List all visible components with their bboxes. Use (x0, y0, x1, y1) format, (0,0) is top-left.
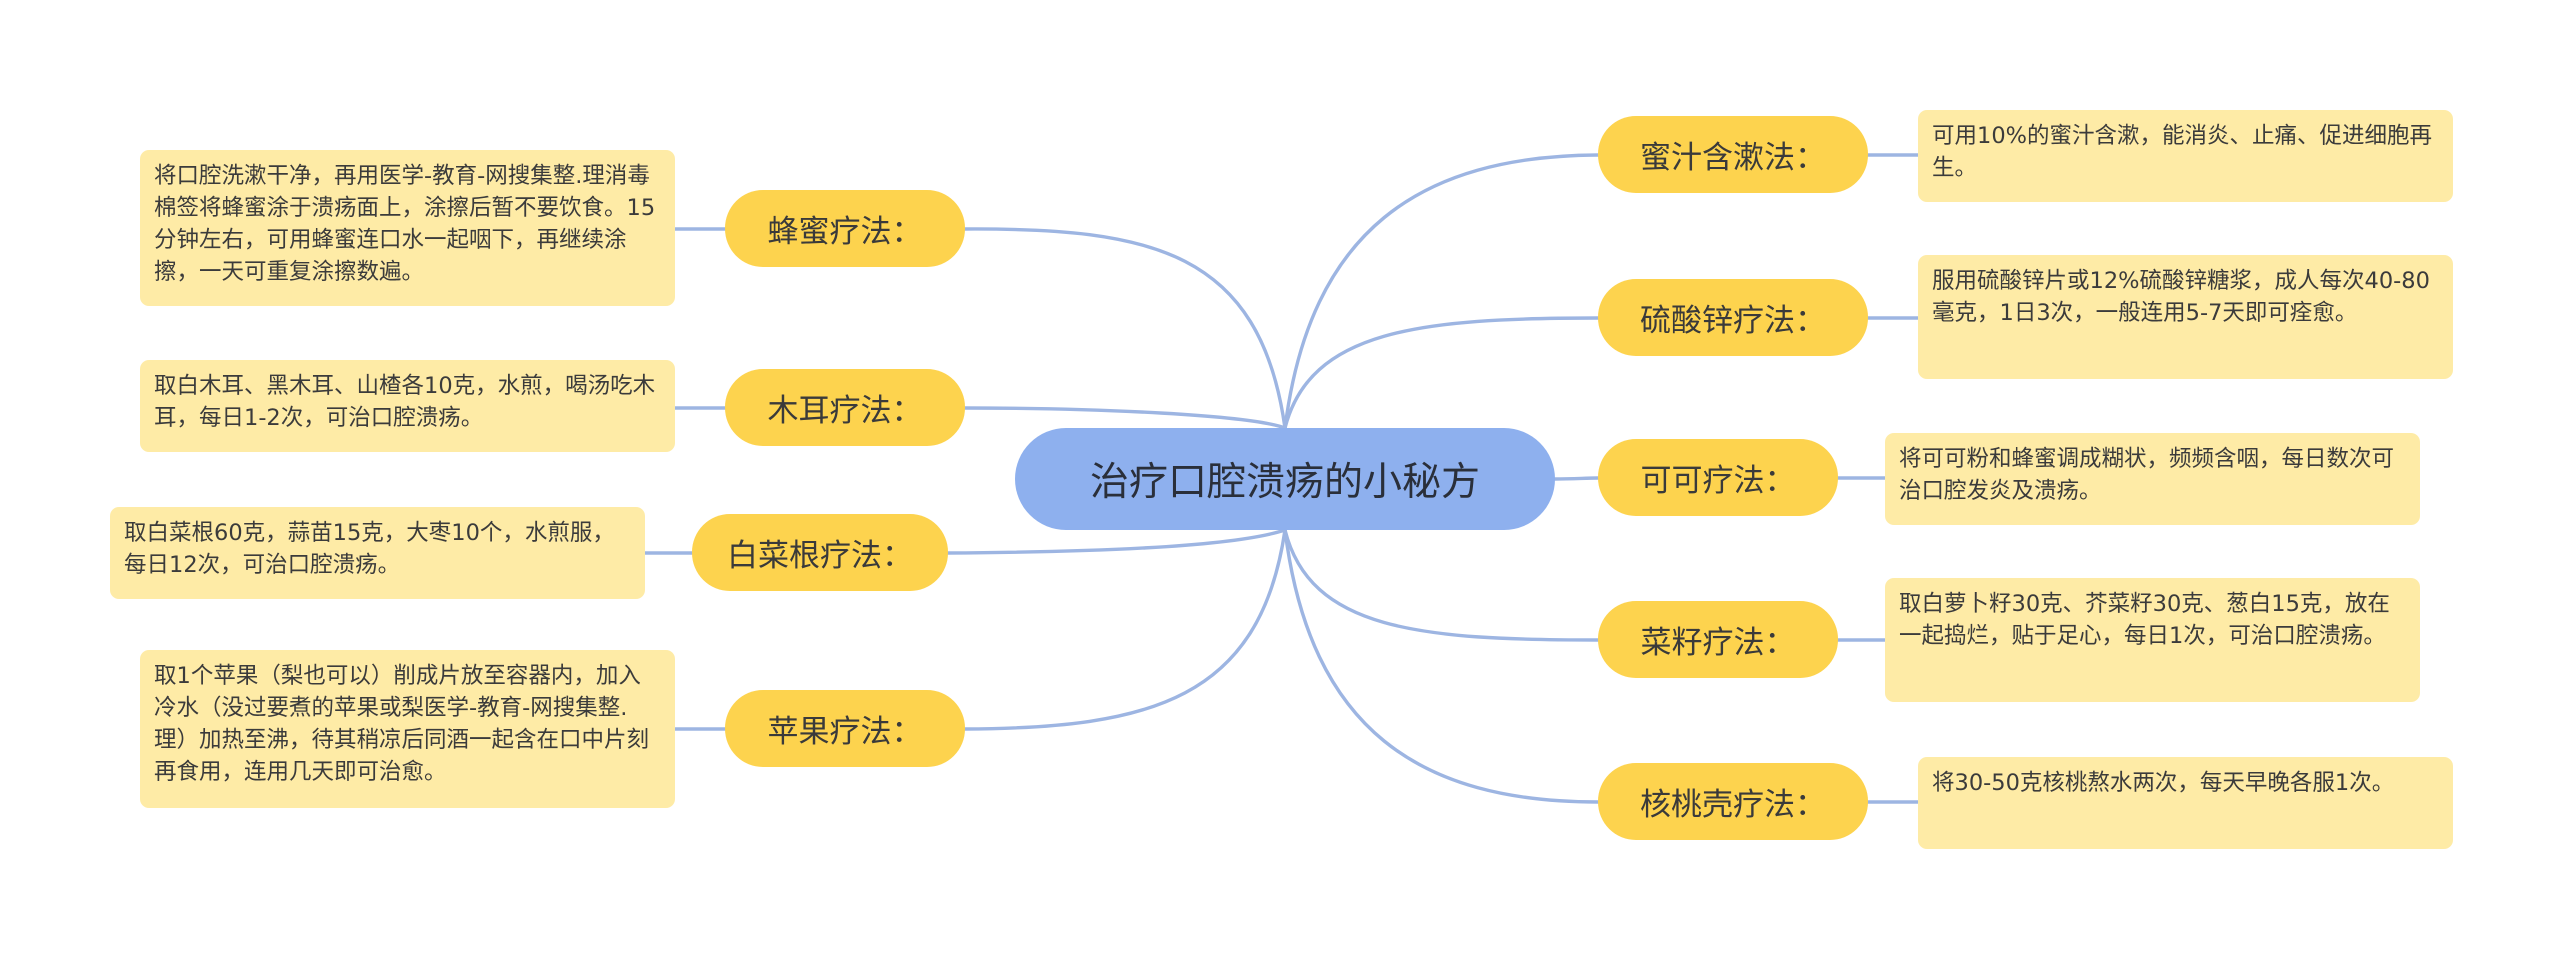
leaf-zinc-sulfate: 服用硫酸锌片或12%硫酸锌糖浆，成人每次40-80毫克，1日3次，一般连用5-7… (1918, 255, 2453, 379)
leaf-cabbage-root: 取白菜根60克，蒜苗15克，大枣10个，水煎服，每日12次，可治口腔溃疡。 (110, 507, 645, 599)
leaf-honey-gargle: 可用10%的蜜汁含漱，能消炎、止痛、促进细胞再生。 (1918, 110, 2453, 202)
branch-fungus[interactable]: 木耳疗法： (725, 369, 965, 446)
leaf-honey: 将口腔洗漱干净，再用医学-教育-网搜集整.理消毒棉签将蜂蜜涂于溃疡面上，涂擦后暂… (140, 150, 675, 306)
link-center-r1 (1283, 316, 1600, 430)
branch-honey[interactable]: 蜂蜜疗法： (725, 190, 965, 267)
branch-zinc-sulfate[interactable]: 硫酸锌疗法： (1598, 279, 1868, 356)
branch-cocoa[interactable]: 可可疗法： (1598, 439, 1838, 516)
link-center-l2 (946, 528, 1287, 555)
leaf-cocoa: 将可可粉和蜂蜜调成糊状，频频含咽，每日数次可治口腔发炎及溃疡。 (1885, 433, 2420, 525)
central-topic[interactable]: 治疗口腔溃疡的小秘方 (1015, 428, 1555, 530)
branch-apple[interactable]: 苹果疗法： (725, 690, 965, 767)
branch-seed[interactable]: 菜籽疗法： (1598, 601, 1838, 678)
branch-walnut-shell[interactable]: 核桃壳疗法： (1598, 763, 1868, 840)
link-center-r4 (1283, 528, 1600, 804)
link-center-l3 (963, 528, 1287, 731)
link-center-r0 (1283, 153, 1600, 430)
link-center-r2 (1553, 476, 1600, 481)
leaf-seed: 取白萝卜籽30克、芥菜籽30克、葱白15克，放在一起捣烂，贴于足心，每日1次，可… (1885, 578, 2420, 702)
leaf-walnut-shell: 将30-50克核桃熬水两次，每天早晚各服1次。 (1918, 757, 2453, 849)
link-center-r3 (1283, 528, 1600, 642)
leaf-apple: 取1个苹果（梨也可以）削成片放至容器内，加入冷水（没过要煮的苹果或梨医学-教育-… (140, 650, 675, 808)
leaf-fungus: 取白木耳、黑木耳、山楂各10克，水煎，喝汤吃木耳，每日1-2次，可治口腔溃疡。 (140, 360, 675, 452)
link-center-l1 (963, 406, 1287, 430)
branch-cabbage-root[interactable]: 白菜根疗法： (692, 514, 948, 591)
branch-honey-gargle[interactable]: 蜜汁含漱法： (1598, 116, 1868, 193)
link-center-l0 (963, 227, 1287, 430)
